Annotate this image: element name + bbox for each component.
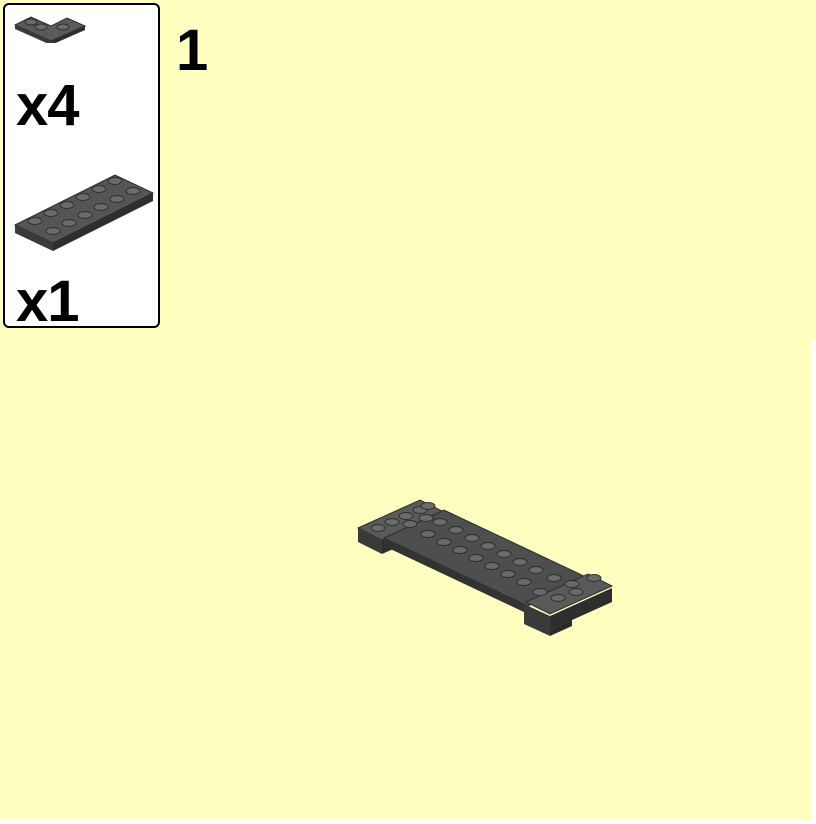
part-quantity: x1 [16, 269, 80, 334]
assembled-model [356, 499, 614, 636]
part-quantity: x4 [16, 73, 80, 138]
page-edge [0, 820, 816, 824]
plate-2x6-icon [13, 174, 155, 251]
step-number: 1 [176, 18, 209, 83]
corner-plate-icon [13, 16, 87, 43]
parts-list: x4 x1 [3, 3, 160, 334]
page-edge [812, 340, 816, 824]
